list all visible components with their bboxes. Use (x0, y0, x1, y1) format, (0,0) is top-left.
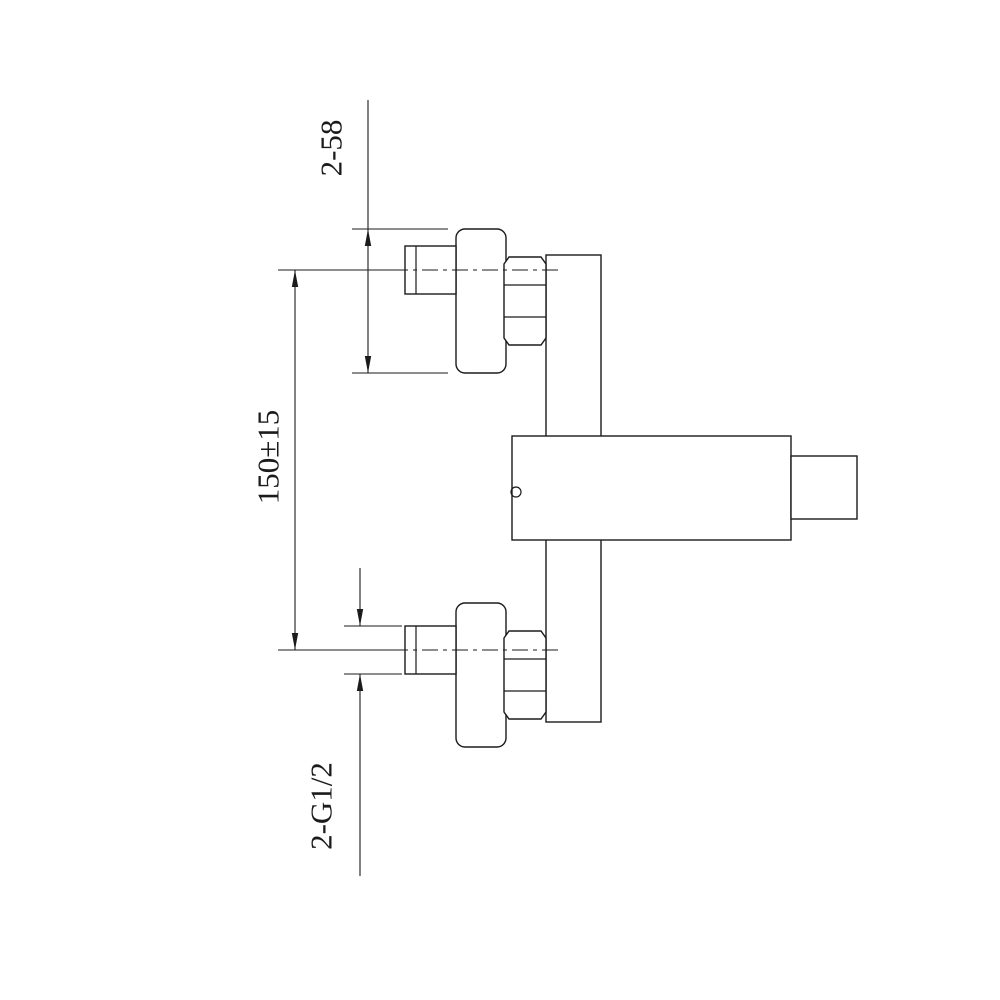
bottom-union-nut (503, 630, 547, 720)
arrowhead-up-icon (356, 674, 364, 691)
faucet-geometry (392, 228, 858, 748)
arrowhead-down-icon (364, 356, 372, 373)
dimension-label-flange: 2-58 (314, 120, 349, 177)
dimension-flange: 2-58 (314, 100, 448, 374)
arrowhead-up-icon (291, 270, 299, 287)
arrowhead-down-icon (291, 633, 299, 650)
arrowhead-up-icon (364, 229, 372, 246)
bottom-union-flange (455, 602, 507, 748)
top-union-nut (503, 256, 547, 346)
dimension-center-distance: 150±15 (251, 269, 392, 651)
dimension-label-center-distance: 150±15 (251, 410, 286, 505)
top-union-flange (455, 228, 507, 374)
arrowhead-down-icon (356, 609, 364, 626)
dimension-label-thread: 2-G1/2 (304, 762, 339, 850)
mixer-body (511, 435, 792, 541)
body-screw-detail (510, 486, 522, 498)
dimension-thread: 2-G1/2 (304, 568, 402, 876)
spout-end (790, 455, 858, 520)
